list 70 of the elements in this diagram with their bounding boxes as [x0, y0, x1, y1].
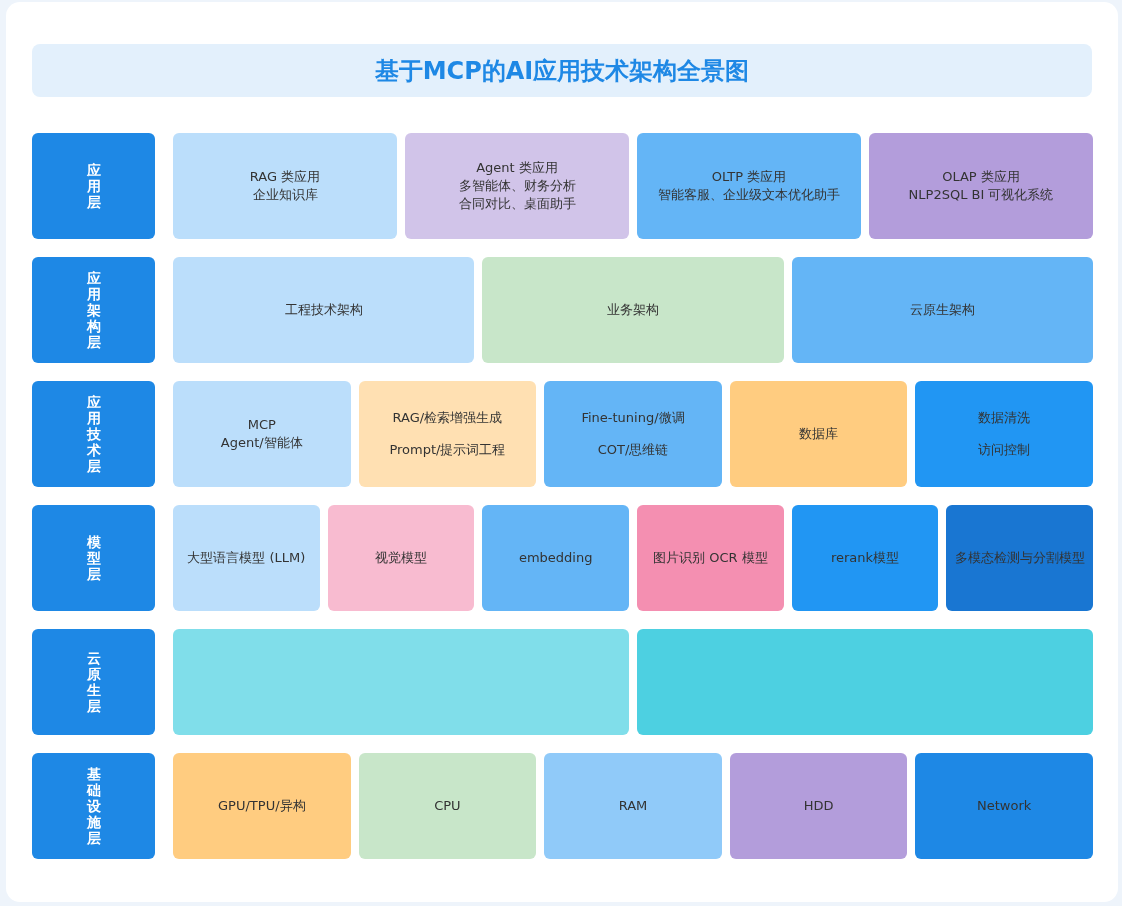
module-title: Agent 类应用 [476, 159, 558, 177]
module-card [482, 505, 629, 611]
module-title: RAG/检索增强生成 [392, 409, 503, 427]
module-text: 多智能体、财务分析 [458, 177, 576, 195]
module-title: embedding [518, 549, 593, 567]
module-card [637, 133, 861, 239]
module-title: RAM [618, 797, 648, 815]
module-title: OLAP 类应用 [942, 168, 1020, 186]
module-card [173, 753, 351, 859]
module-card [869, 133, 1093, 239]
module-text: 智能客服、企业级文本优化助手 [658, 186, 840, 204]
layer-name: 应用技术层 [86, 394, 101, 474]
module-title: 图片识别 OCR 模型 [653, 549, 768, 567]
layer-label [32, 505, 155, 611]
module-card [791, 257, 1093, 363]
module-card [637, 505, 784, 611]
module-card [173, 257, 475, 363]
module-title: 视觉模型 [375, 549, 427, 567]
module-card [915, 381, 1093, 487]
module-title: Network [977, 797, 1032, 815]
module-card [946, 505, 1093, 611]
module-card [637, 629, 1093, 735]
module-card [405, 133, 629, 239]
module-card [327, 505, 475, 611]
module-text: Agent/智能体 [220, 434, 303, 452]
module-title: 数据清洗 [978, 409, 1031, 427]
layer-name: 应用架构层 [86, 270, 101, 350]
module-card [358, 381, 537, 487]
layer-label [32, 753, 155, 859]
module-title: 工程技术架构 [284, 301, 363, 319]
module-title: HDD [803, 797, 834, 815]
module-card [544, 381, 722, 487]
module-card [173, 381, 351, 487]
module-card [173, 629, 629, 735]
layer-label [32, 629, 155, 735]
module-title: 云原生架构 [909, 301, 975, 319]
module-card [482, 257, 784, 363]
module-text: COT/思维链 [597, 441, 669, 459]
module-card [173, 133, 397, 239]
module-text: NLP2SQL BI 可视化系统 [908, 186, 1054, 204]
module-title: Fine-tuning/微调 [581, 409, 685, 427]
module-card [544, 753, 722, 859]
module-text: Prompt/提示词工程 [389, 441, 506, 459]
module-text: 企业知识库 [252, 186, 318, 204]
module-text: 访问控制 [978, 441, 1031, 459]
layer-label [32, 257, 155, 363]
layer-name: 云原生层 [86, 650, 101, 714]
layer-name: 模型层 [86, 534, 101, 582]
layer-label [32, 381, 155, 487]
module-title: rerank模型 [830, 549, 900, 567]
module-title: 大型语言模型 (LLM) [187, 549, 306, 567]
module-card [173, 505, 320, 611]
layer-name: 基础设施层 [86, 766, 101, 846]
module-title: 数据库 [799, 425, 839, 443]
module-title: RAG 类应用 [249, 168, 321, 186]
module-card [791, 505, 939, 611]
module-title: OLTP 类应用 [711, 168, 787, 186]
module-card [729, 753, 908, 859]
module-title: 多模态检测与分割模型 [954, 549, 1085, 567]
module-card [358, 753, 537, 859]
module-title: 业务架构 [607, 301, 659, 319]
module-card [915, 753, 1093, 859]
layer-name: 应用层 [86, 162, 101, 210]
module-title: CPU [434, 797, 461, 815]
layer-label [32, 133, 155, 239]
module-title: MCP [247, 416, 276, 434]
module-card [729, 381, 908, 487]
module-text: 合同对比、桌面助手 [458, 195, 576, 213]
module-title: GPU/TPU/异构 [218, 797, 306, 815]
title: 基于MCP的AI应用技术架构全景图 [32, 44, 1092, 97]
